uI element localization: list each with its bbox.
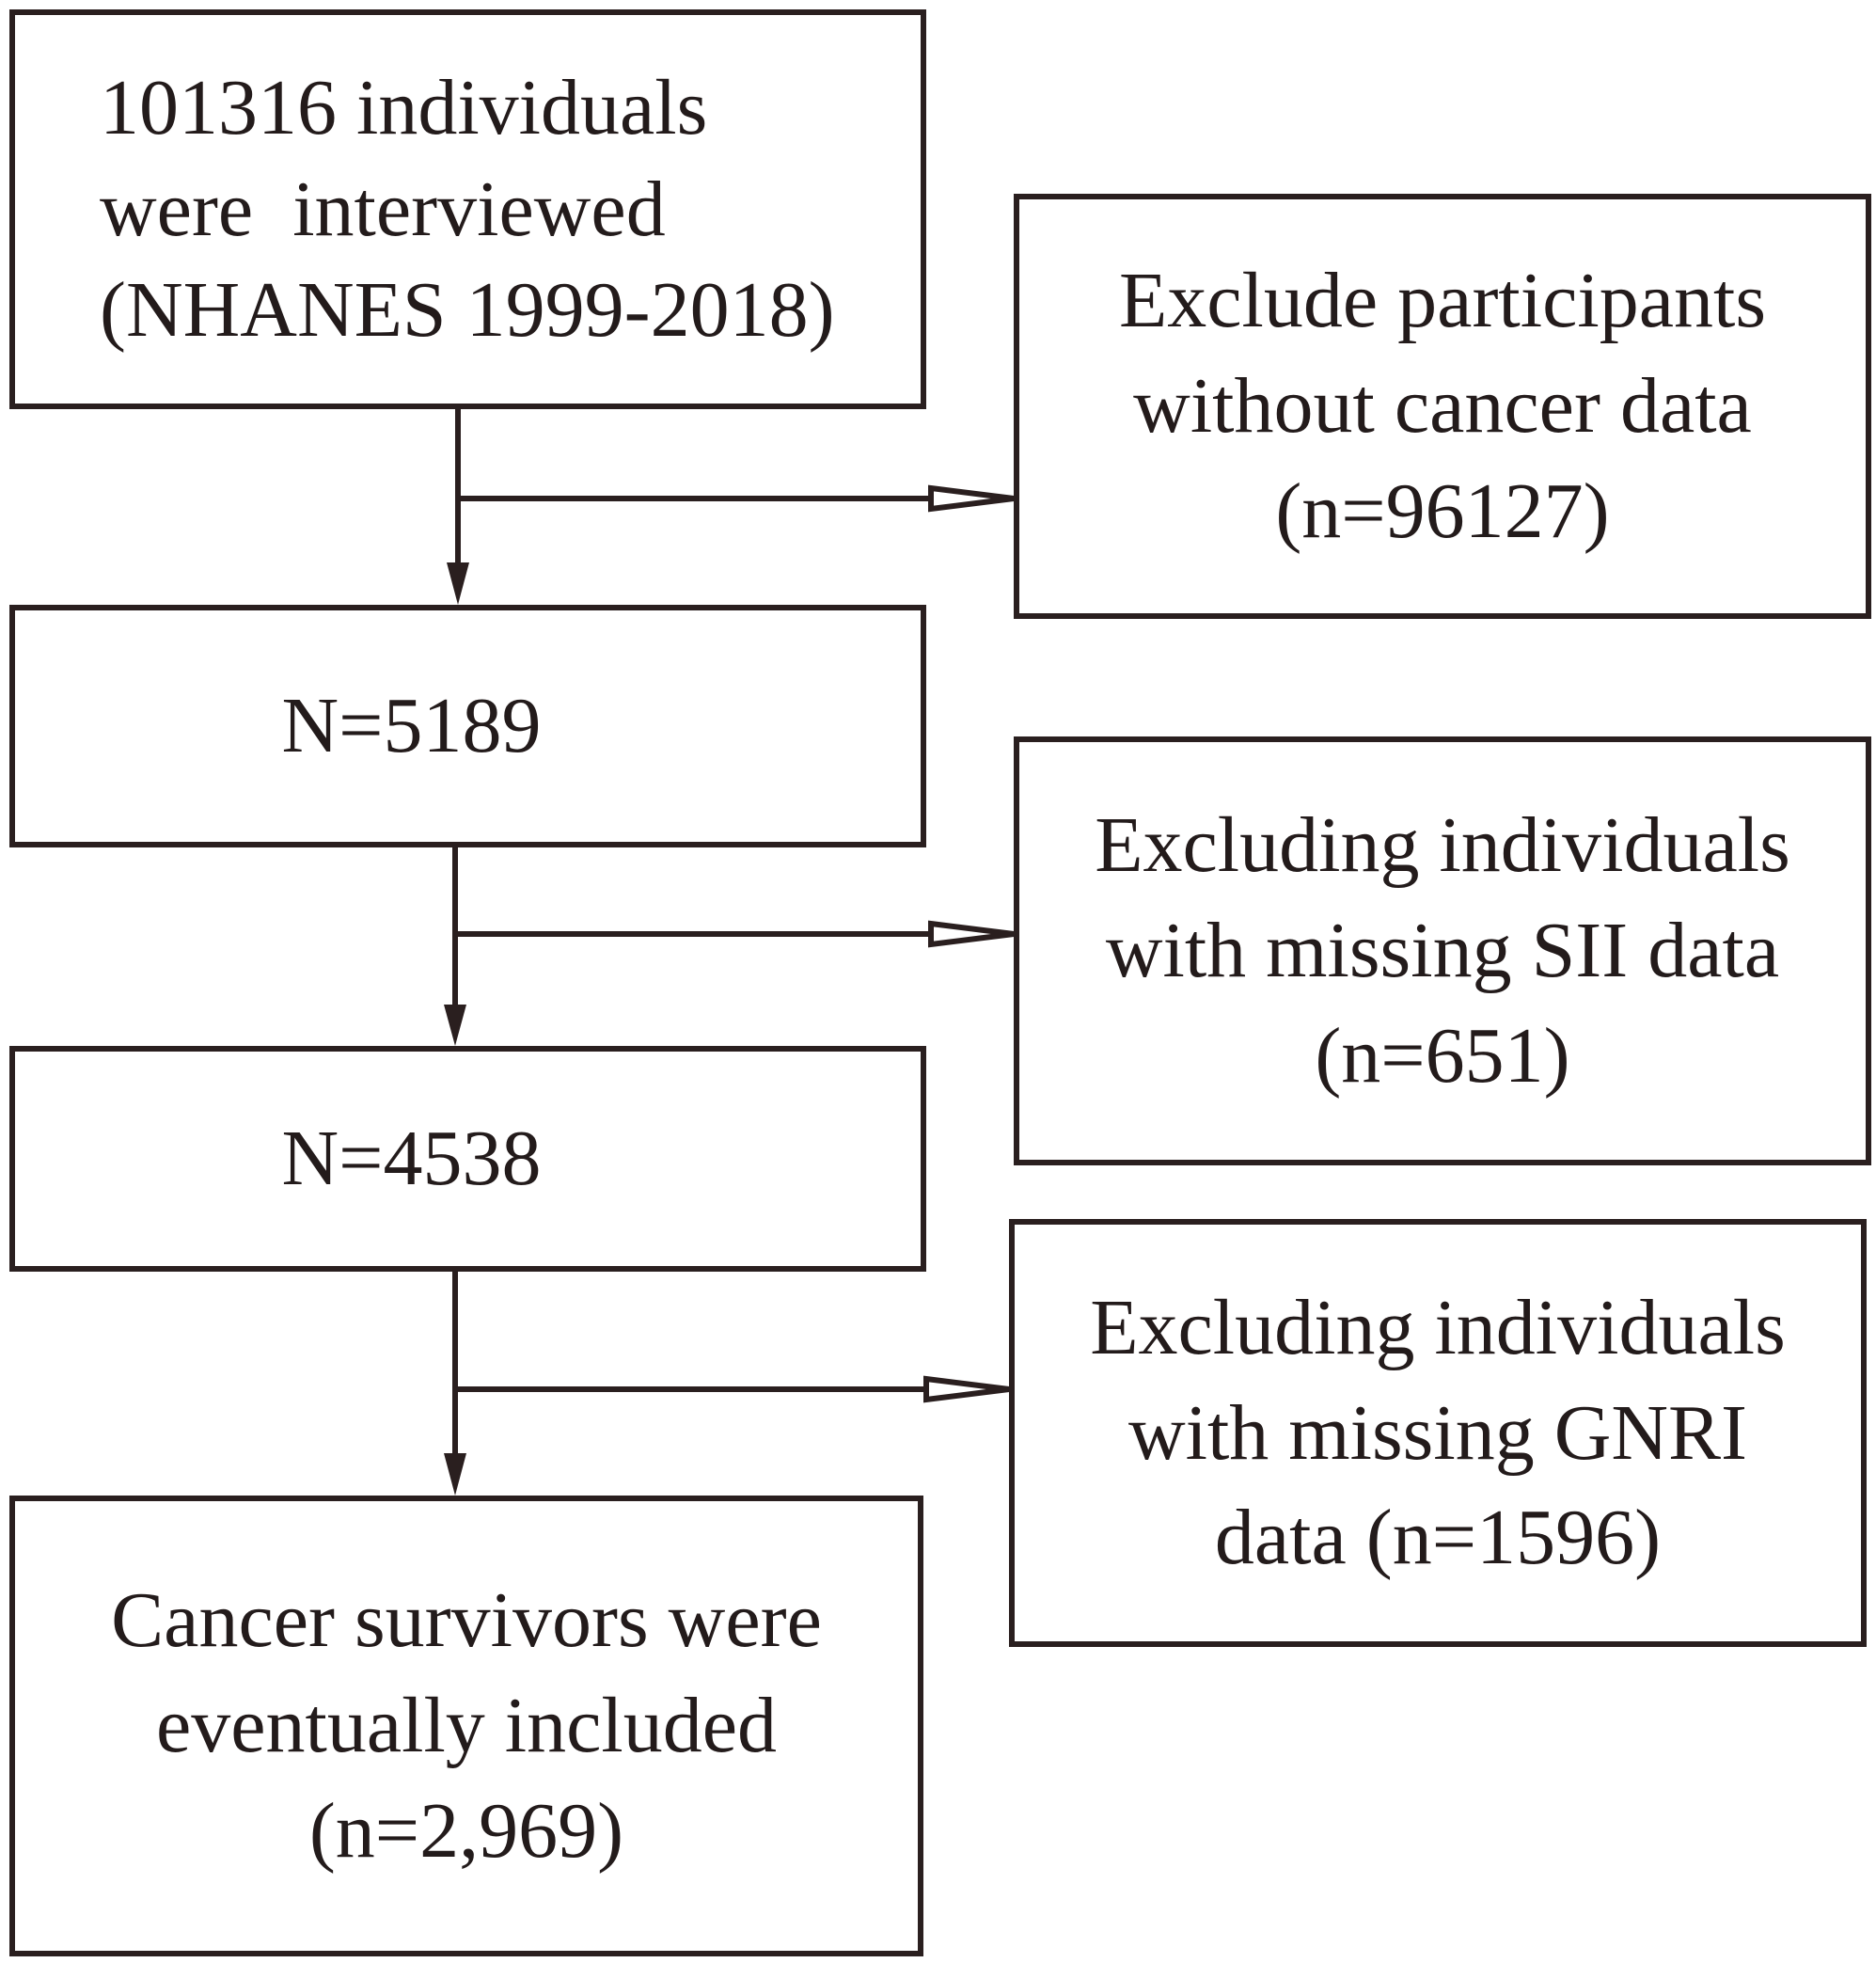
exclusion-3-line-1: Excluding individuals [1090, 1283, 1786, 1371]
exclusion-1-line-3: (n=96127) [1275, 467, 1610, 555]
start-line-3: (NHANES 1999-2018) [100, 266, 835, 355]
exclusion-2-line-2: with missing SII data [1105, 907, 1780, 995]
exclusion-box-3: Excluding individuals with missing GNRI … [1009, 1219, 1867, 1647]
exclusion-2-line-3: (n=651) [1315, 1011, 1570, 1100]
final-line-2: eventually included [155, 1682, 778, 1770]
step-box-1: N=5189 [9, 605, 926, 847]
start-box: 101316 individuals were interviewed (NHA… [9, 9, 926, 409]
arrowhead-down-final [444, 1453, 466, 1496]
arrowhead-right-exclusion-1 [928, 484, 1015, 513]
start-line-2: were interviewed [100, 165, 666, 253]
exclusion-1-line-2: without cancer data [1133, 362, 1752, 451]
final-line-1: Cancer survivors were [111, 1576, 822, 1665]
arrowhead-right-exclusion-3 [923, 1375, 1010, 1403]
step-box-2: N=4538 [9, 1046, 926, 1272]
exclusion-box-1: Exclude participants without cancer data… [1014, 194, 1871, 619]
exclusion-3-line-3: data (n=1596) [1214, 1494, 1662, 1582]
step-2-count: N=4538 [281, 1115, 542, 1203]
final-box: Cancer survivors were eventually include… [9, 1496, 923, 1956]
exclusion-3-line-2: with missing GNRI [1127, 1388, 1748, 1477]
exclusion-box-2: Excluding individuals with missing SII d… [1014, 736, 1871, 1165]
step-1-count: N=5189 [281, 682, 542, 770]
arrowhead-down-n2 [444, 1005, 466, 1046]
exclusion-2-line-1: Excluding individuals [1095, 801, 1790, 890]
arrowhead-down-n1 [447, 562, 469, 605]
final-line-3: (n=2,969) [308, 1786, 624, 1875]
start-line-1: 101316 individuals [100, 64, 708, 152]
arrowhead-right-exclusion-2 [928, 920, 1015, 948]
exclusion-1-line-1: Exclude participants [1118, 257, 1767, 345]
